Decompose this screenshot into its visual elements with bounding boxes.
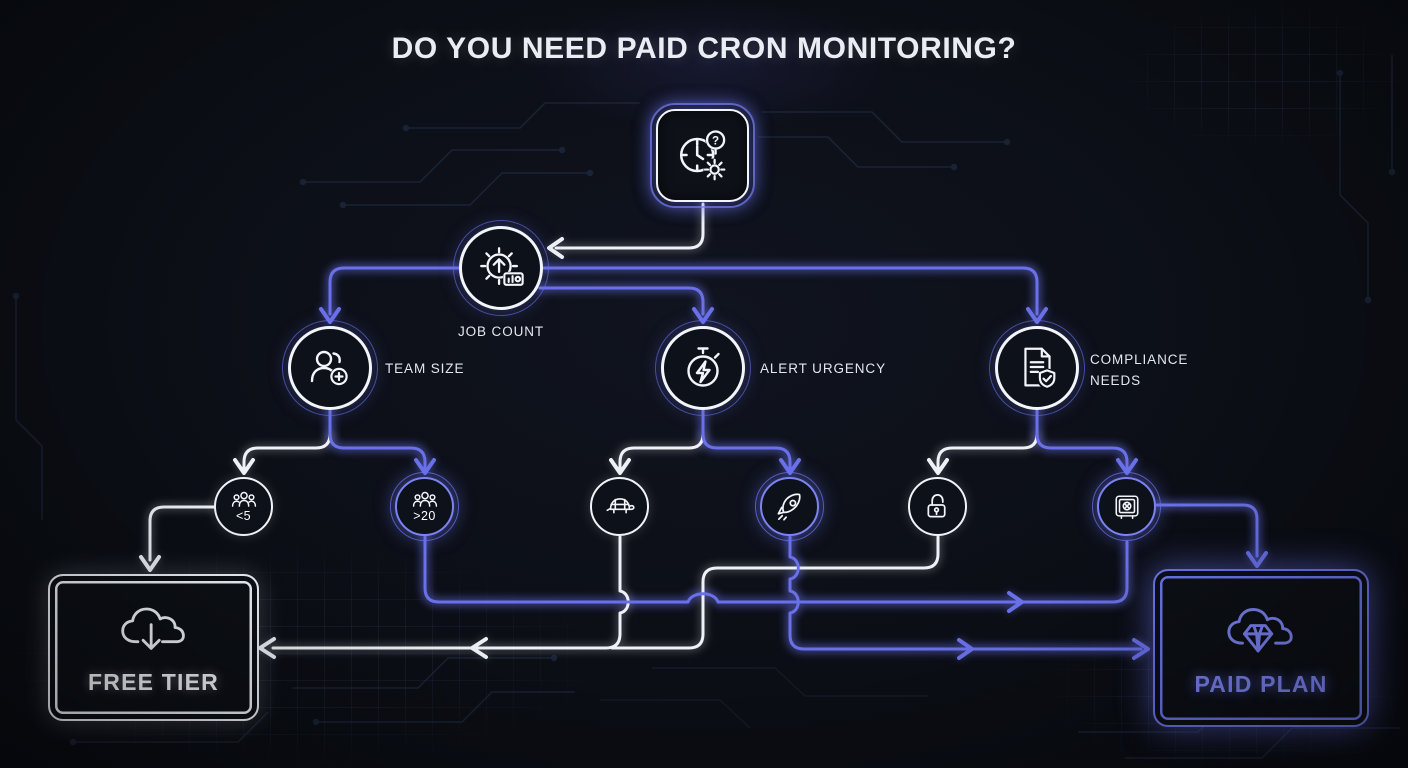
people-group-icon [412, 491, 437, 507]
node-slow-alerts [590, 477, 649, 536]
stopwatch-bolt-icon [687, 347, 720, 387]
open-padlock-icon [927, 494, 946, 518]
outcome-label-free-tier: FREE TIER [88, 669, 219, 695]
question-mark-glyph: ? [712, 134, 719, 147]
node-team-under-5: <5 [214, 477, 273, 536]
label-compliance-line2: NEEDS [1090, 373, 1142, 388]
gear-upload-counter-icon [480, 247, 526, 288]
option-text-under-5: <5 [235, 509, 252, 523]
node-team-over-20: >20 [390, 472, 459, 541]
node-job-count [453, 220, 549, 316]
people-group-icon [231, 491, 256, 507]
document-shield-check-icon [1024, 347, 1058, 389]
node-team-size [282, 320, 378, 416]
node-compliance-needs [989, 320, 1085, 416]
turtle-icon [605, 498, 635, 514]
node-fast-alerts [755, 472, 824, 541]
node-compliance-required [1092, 472, 1161, 541]
node-no-compliance [908, 477, 967, 536]
node-root: ? [650, 103, 755, 208]
cloud-diamond-icon [1227, 607, 1293, 652]
option-text-over-20: >20 [413, 509, 436, 523]
clock-question-gear-icon: ? [679, 129, 726, 181]
outcome-label-paid-plan: PAID PLAN [1194, 670, 1328, 697]
node-alert-urgency [655, 320, 751, 416]
cloud-download-icon [120, 607, 185, 650]
label-compliance-line1: COMPLIANCE [1090, 352, 1189, 367]
safe-vault-icon [1114, 494, 1139, 519]
outcome-free-tier: FREE TIER [48, 574, 259, 721]
label-compliance-needs: COMPLIANCE NEEDS [1090, 349, 1188, 391]
page-title: DO YOU NEED PAID CRON MONITORING? [391, 32, 1017, 65]
label-team-size: TEAM SIZE [385, 361, 465, 376]
label-job-count: JOB COUNT [457, 324, 545, 339]
outcome-paid-plan: PAID PLAN [1153, 569, 1369, 727]
person-add-icon [310, 350, 349, 386]
rocket-icon [777, 493, 801, 521]
label-alert-urgency: ALERT URGENCY [760, 361, 886, 376]
